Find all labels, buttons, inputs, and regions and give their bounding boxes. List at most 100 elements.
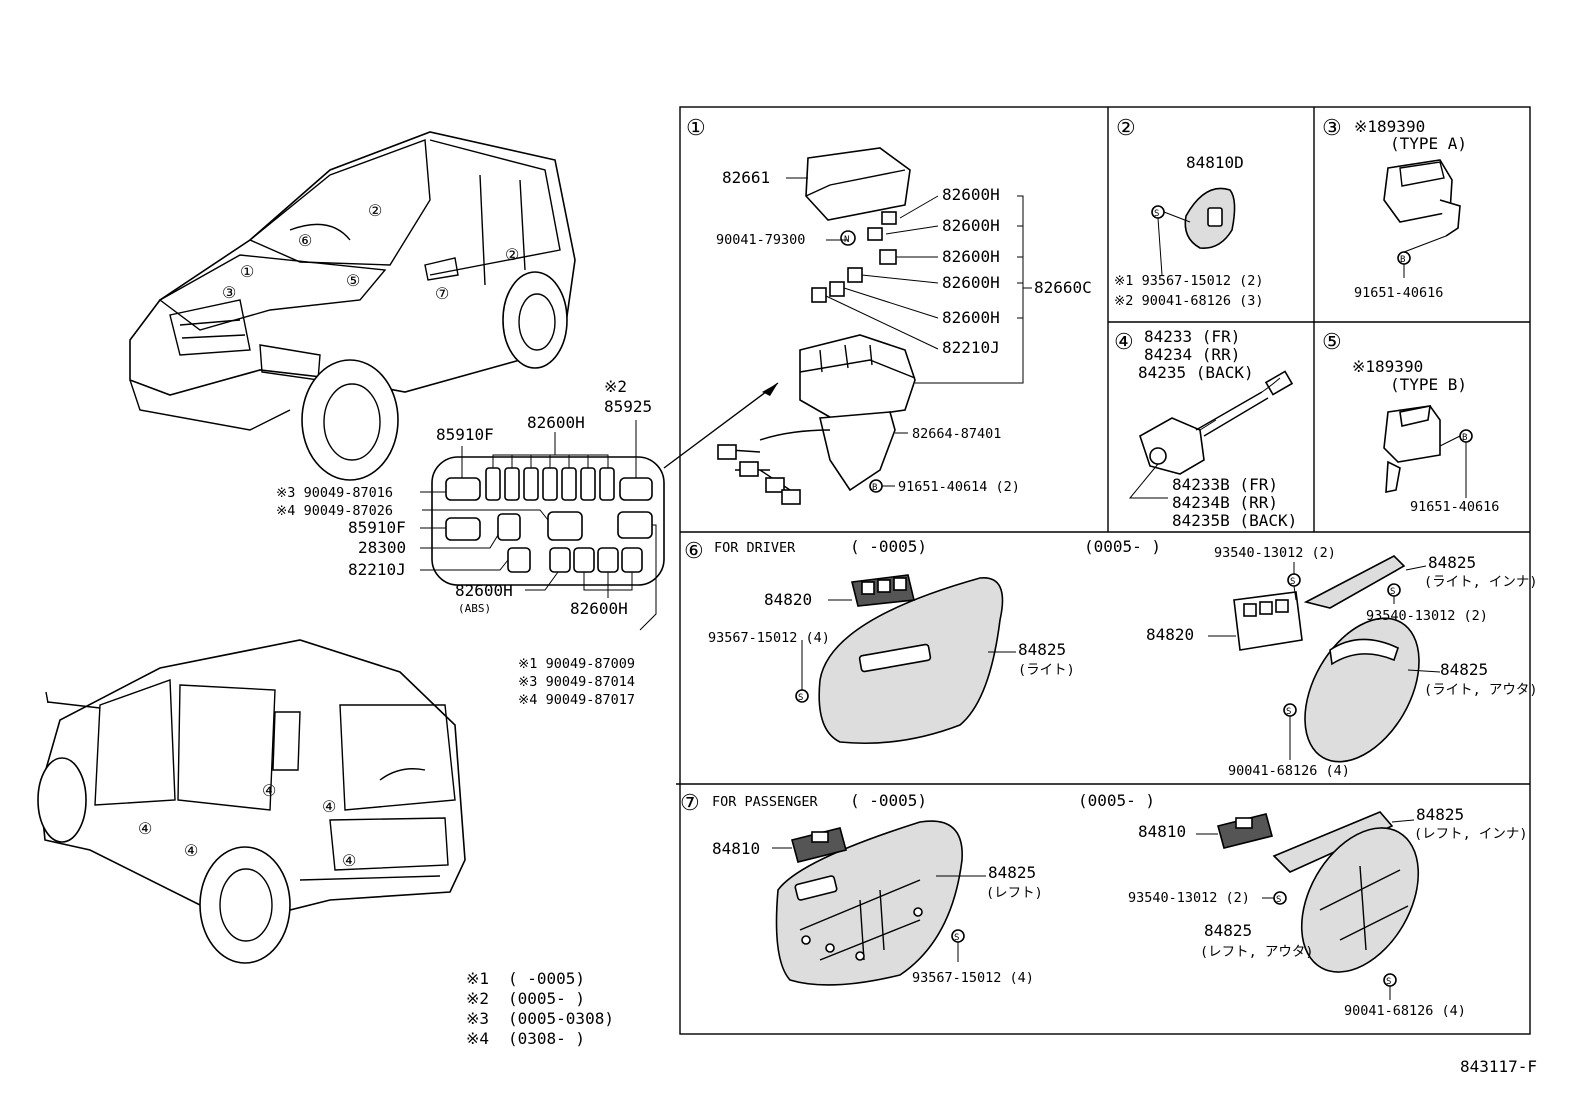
panel-6-range-b: (0005- ): [1084, 537, 1161, 556]
panel-6-labels: FOR DRIVER ( -0005) (0005- ) 84820 93567…: [708, 537, 1538, 779]
label-84825-c7: 84825: [1204, 921, 1252, 940]
label-93567-15012-6: 93567-15012 (4): [708, 630, 830, 646]
panel-1-labels: 82661 90041-79300 82600H 82600H 82600H 8…: [716, 168, 1092, 495]
mark-b3: B: [1400, 255, 1405, 265]
front-vehicle-callouts: ② ⑥ ① ③ ⑤ ② ⑦: [222, 201, 519, 303]
label-93540-13012-7: 93540-13012 (2): [1128, 890, 1250, 906]
label-82664-87401: 82664-87401: [912, 426, 1001, 442]
legend-text-1: ( -0005): [508, 969, 585, 988]
legend-text-3: (0005-0308): [508, 1009, 614, 1028]
mark-s6a: S: [798, 693, 803, 703]
panel-2-labels: 84810D ※1 93567-15012 (2) ※2 90041-68126…: [1114, 153, 1263, 309]
callout-5: ⑤: [346, 271, 360, 290]
label-82600h-bottom: 82600H: [570, 599, 628, 618]
callout-4a: ④: [262, 781, 276, 800]
panel-7-number: ⑦: [680, 791, 700, 816]
label-90049-87026: ※4 90049-87026: [276, 503, 393, 519]
label-91651-40616-b: 91651-40616: [1410, 499, 1499, 515]
label-84825-b7: 84825: [1416, 805, 1464, 824]
callout-1: ①: [240, 262, 254, 281]
panel-4-courtesy-switch: ④: [1114, 330, 1294, 499]
label-84825-a: 84825: [1018, 640, 1066, 659]
label-82600h-1: 82600H: [942, 185, 1000, 204]
label-90041-68126-6: 90041-68126 (4): [1228, 763, 1350, 779]
legend-mark-2: ※2: [466, 989, 489, 1008]
panel-3-number: ③: [1322, 116, 1342, 141]
label-91651-40614: 91651-40614 (2): [898, 479, 1020, 495]
mark-2: ※2: [604, 377, 627, 396]
legend-mark-3: ※3: [466, 1009, 489, 1028]
label-84825-c: 84825: [1440, 660, 1488, 679]
mark-b5: B: [1462, 433, 1467, 443]
label-abs: (ABS): [458, 602, 491, 615]
panel-1-number: ①: [686, 116, 706, 141]
label-93567-15012: ※1 93567-15012 (2): [1114, 273, 1263, 289]
label-90049-87017: ※4 90049-87017: [518, 692, 635, 708]
mark-s6b: S: [1290, 577, 1295, 587]
label-84810-a: 84810: [712, 839, 760, 858]
callout-7: ⑦: [435, 284, 449, 303]
label-82600h-3: 82600H: [942, 247, 1000, 266]
label-85910f-mid: 85910F: [348, 518, 406, 537]
panel-5-number: ⑤: [1322, 330, 1342, 355]
label-84233b: 84233B (FR): [1172, 475, 1278, 494]
panel-frames: [676, 106, 1531, 1035]
label-90041-68126: ※2 90041-68126 (3): [1114, 293, 1263, 309]
label-82210j: 82210J: [348, 560, 406, 579]
label-84825-c-note: (ライト, アウタ): [1424, 682, 1538, 698]
mark-s6d: S: [1286, 707, 1291, 717]
callout-6: ⑥: [298, 231, 312, 250]
label-85925: 85925: [604, 397, 652, 416]
panel-5-labels: ※189390 (TYPE B) 91651-40616: [1352, 357, 1499, 515]
label-93567-15012-7: 93567-15012 (4): [912, 970, 1034, 986]
panel-3-labels: ※189390 (TYPE A) 91651-40616: [1354, 117, 1467, 301]
legend-mark-4: ※4: [466, 1029, 489, 1048]
label-84825-b-note: (ライト, インナ): [1424, 574, 1538, 590]
label-type-a: (TYPE A): [1390, 134, 1467, 153]
panel-7-range-b: (0005- ): [1078, 791, 1155, 810]
mark-s6c: S: [1390, 587, 1395, 597]
panel-7-range-a: ( -0005): [850, 791, 927, 810]
callout-4b: ④: [322, 797, 336, 816]
rear-vehicle-callouts: ④ ④ ④ ④ ④: [138, 781, 356, 870]
label-type-b: (TYPE B): [1390, 375, 1467, 394]
label-82600h-5: 82600H: [942, 308, 1000, 327]
label-84825-b: 84825: [1428, 553, 1476, 572]
label-85910f-top: 85910F: [436, 425, 494, 444]
callout-4e: ④: [342, 851, 356, 870]
label-90041-79300: 90041-79300: [716, 232, 805, 248]
panel-6-range-a: ( -0005): [850, 537, 927, 556]
label-93540-13012-b: 93540-13012 (2): [1366, 608, 1488, 624]
label-93540-13012-a: 93540-13012 (2): [1214, 545, 1336, 561]
panel-1-relay-block: ① N B: [686, 116, 1032, 505]
front-vehicle-illustration: [129, 131, 576, 481]
label-82661: 82661: [722, 168, 770, 187]
label-90049-87009: ※1 90049-87009: [518, 656, 635, 672]
label-28300: 28300: [358, 538, 406, 557]
legend-text-4: (0308- ): [508, 1029, 585, 1048]
label-82210j: 82210J: [942, 338, 1000, 357]
label-90049-87014: ※3 90049-87014: [518, 674, 635, 690]
label-189390-b: ※189390: [1352, 357, 1423, 376]
mark-b1: B: [872, 483, 877, 493]
legend-mark-1: ※1: [466, 969, 489, 988]
callout-3: ③: [222, 283, 236, 302]
label-84810d: 84810D: [1186, 153, 1244, 172]
panel-4-number: ④: [1114, 330, 1134, 355]
mark-s2: S: [1154, 209, 1159, 219]
callout-2: ②: [368, 201, 382, 220]
panel-7-labels: FOR PASSENGER ( -0005) (0005- ) 84810 84…: [712, 791, 1528, 1019]
label-84810-b: 84810: [1138, 822, 1186, 841]
label-84233: 84233 (FR): [1144, 327, 1240, 346]
label-82600h-4: 82600H: [942, 273, 1000, 292]
label-189390-a: ※189390: [1354, 117, 1425, 136]
label-90041-68126-7: 90041-68126 (4): [1344, 1003, 1466, 1019]
label-82600h-abs: 82600H: [455, 581, 513, 600]
label-82660c: 82660C: [1034, 278, 1092, 297]
callout-4c: ④: [138, 819, 152, 838]
label-84234: 84234 (RR): [1144, 345, 1240, 364]
label-84825-b7-note: (レフト, インナ): [1414, 826, 1528, 842]
panel-2-number: ②: [1116, 116, 1136, 141]
panel-4-labels: 84233 (FR) 84234 (RR) 84235 (BACK) 84233…: [1138, 327, 1297, 530]
